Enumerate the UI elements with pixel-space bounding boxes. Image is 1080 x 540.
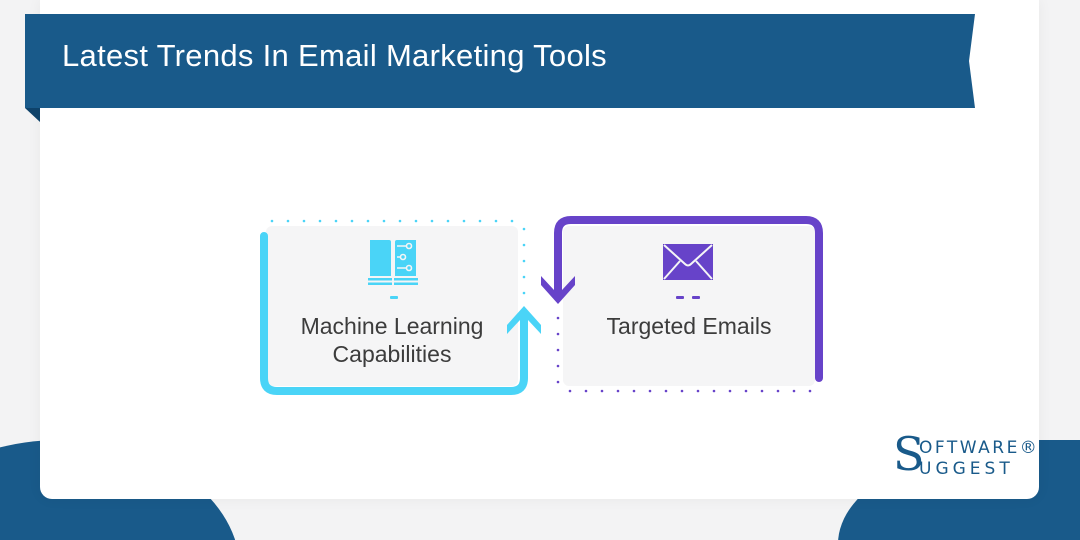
logo-line1: OFTWARE® [919, 438, 1040, 458]
trend-label: Targeted Emails [606, 313, 772, 339]
logo-line2: UGGEST [919, 459, 1014, 479]
logo-initial: S [893, 427, 925, 481]
banner-fold [25, 108, 40, 122]
trend-card-targeted-emails: Targeted Emails [563, 226, 815, 386]
softwaresuggest-logo: S OFTWARE® UGGEST [893, 431, 1037, 483]
trend-label-line2: Capabilities [332, 341, 452, 367]
page-title: Latest Trends In Email Marketing Tools [62, 38, 607, 73]
title-banner [25, 14, 975, 108]
trend-label-line1: Machine Learning [300, 313, 484, 339]
trend-card-machine-learning: Machine Learning Capabilities [266, 226, 518, 386]
